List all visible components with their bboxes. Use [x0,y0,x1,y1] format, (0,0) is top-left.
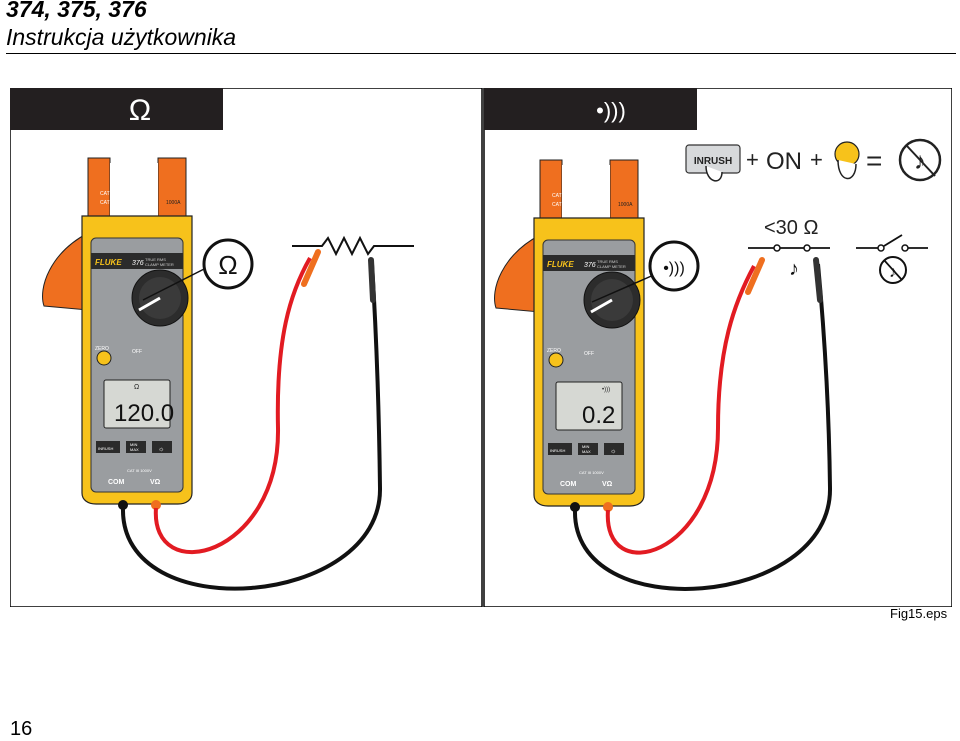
max-label: MAX [130,447,139,452]
continuity-tab-symbol: •))) [596,98,626,123]
model-number: 376 [132,260,144,267]
cat-rating-1: CAT III 1000V [100,191,132,197]
svg-text:♪: ♪ [914,148,926,175]
black-test-lead [120,263,383,591]
beep-note-icon: ♪ [789,258,799,280]
zero-label: ZERO [547,348,561,354]
left-tab-symbol: Ω [129,94,151,127]
callout-circle-left [202,238,254,290]
manual-subtitle: Instrukcja użytkownika [6,24,237,50]
current-rating: 1000A [618,202,633,208]
max-label: MAX [582,449,591,454]
callout-continuity-symbol: •))) [663,260,685,277]
left-panel: Ω CAT III 1000V CAT IV 600V 1000A FLUKE … [10,88,483,607]
finger-press-icon [705,165,723,182]
threshold-label: <30 Ω [764,217,818,239]
right-tab [484,88,697,130]
figure-illustration: Ω CAT III 1000V CAT IV 600V 1000A FLUKE … [10,88,952,607]
terminal-rating: CAT III 1000V [127,468,152,473]
min-label: MIN [130,442,137,447]
inrush-key-label: INRUSH [694,156,732,167]
page-number: 16 [10,718,33,740]
model-caption-1: TRUE RMS [145,257,166,262]
right-panel: •))) INRUSH + ON + = ♪ <30 Ω ♪ [483,88,952,607]
red-test-lead [153,257,312,555]
svg-text:♪: ♪ [889,264,897,281]
clamp-meter-left: CAT III 1000V CAT IV 600V 1000A FLUKE 37… [41,156,194,512]
inrush-button-label: INRUSH [98,446,113,451]
callout-ohm-symbol: Ω [218,250,237,280]
equals-sign: = [866,145,882,176]
min-label: MIN [582,444,589,449]
lcd-reading: 0.2 [582,402,615,429]
com-terminal-label: COM [560,481,577,488]
model-caption-2: CLAMP METER [145,262,174,267]
terminal-rating: CAT III 1000V [579,470,604,475]
model-caption-1: TRUE RMS [597,259,618,264]
inrush-button-label: INRUSH [550,448,565,453]
cat-rating-1: CAT III 1000V [552,193,584,199]
cat-rating-2: CAT IV 600V [100,200,129,206]
off-label: OFF [584,351,594,357]
model-number: 376 [584,262,596,269]
display-unit: Ω [134,384,139,391]
left-tab [10,88,223,130]
header-rule [6,53,956,54]
brand-logo: FLUKE [547,260,574,269]
cat-rating-2: CAT IV 600V [552,202,581,208]
backlight-icon: ☼ [610,448,616,455]
plus-sign-1: + [746,147,759,172]
display-unit: •))) [602,387,610,393]
current-rating: 1000A [166,200,181,206]
figure-label: Fig15.eps [890,606,948,621]
off-label: OFF [132,349,142,355]
red-test-lead [605,265,756,555]
com-terminal-label: COM [108,479,125,486]
resistor-symbol [292,235,414,257]
clamp-meter-right: CAT III 1000V CAT IV 600V 1000A FLUKE 37… [493,158,646,514]
finger-press-icon-2 [837,159,857,180]
on-text: ON [766,148,802,175]
manual-title: 374, 375, 376 [6,0,147,22]
v-terminal-label: VΩ [150,479,161,486]
plus-sign-2: + [810,147,823,172]
v-terminal-label: VΩ [602,481,613,488]
lcd-reading: 120.0 [114,400,174,427]
backlight-icon: ☼ [158,446,164,453]
model-caption-2: CLAMP METER [597,264,626,269]
black-test-lead [572,263,833,591]
brand-logo: FLUKE [95,258,122,267]
zero-label: ZERO [95,346,109,352]
closed-switch-symbol: ♪ [748,244,830,280]
callout-circle-right [648,240,700,292]
open-switch-symbol: ♪ [856,234,928,284]
